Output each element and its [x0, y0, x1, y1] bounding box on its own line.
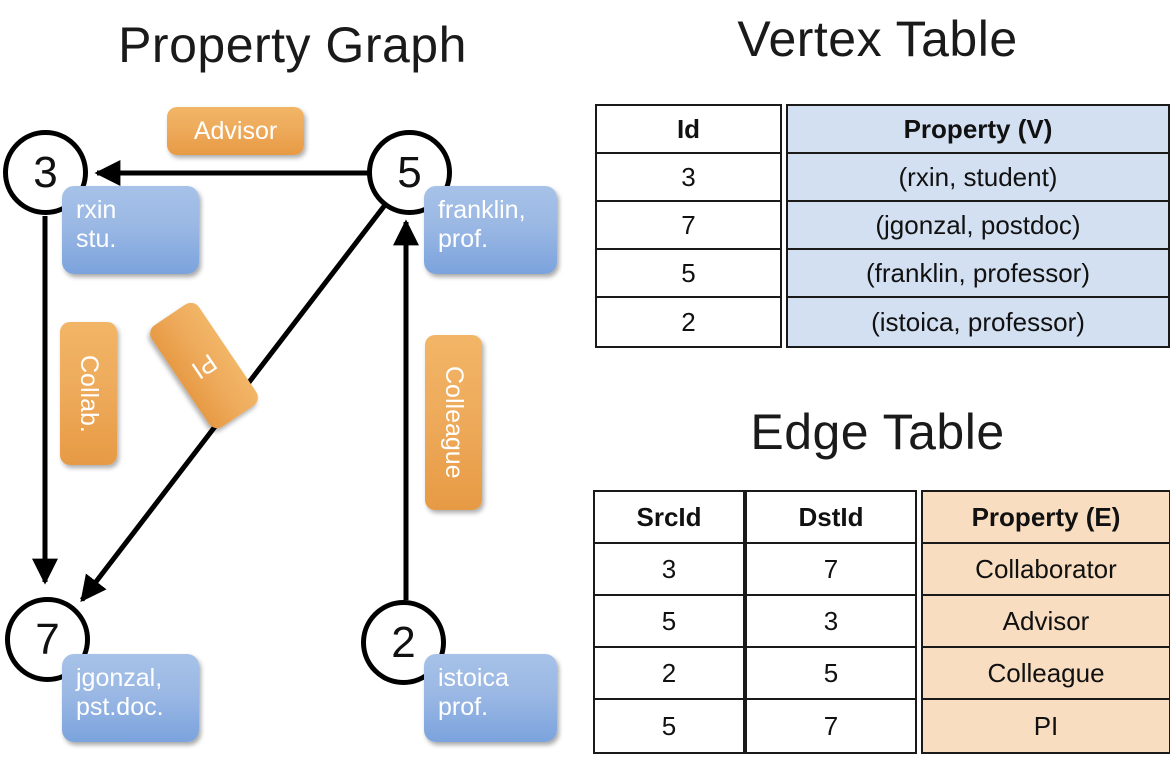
edge-label-colleague[interactable]: Colleague [425, 335, 482, 510]
table-row: 7 [747, 700, 915, 752]
edge-table-header-dstid: DstId [747, 492, 915, 544]
table-row: 3 [747, 596, 915, 648]
node-property-box-3[interactable]: rxin stu. [62, 186, 199, 274]
table-row: 5 [595, 700, 743, 752]
edge-label-pi-text: PI [186, 347, 222, 385]
table-row: 5 [747, 648, 915, 700]
node-property-3-line2: stu. [76, 225, 117, 253]
table-row: 5 [595, 596, 743, 648]
edge-table: SrcId 3 5 2 5 DstId 7 3 5 7 Property (E)… [593, 490, 1170, 754]
graph-node-5[interactable]: 5 [367, 130, 452, 215]
node-property-7-line2: pst.doc. [76, 693, 164, 721]
node-property-box-5[interactable]: franklin, prof. [424, 186, 557, 274]
graph-node-2-label: 2 [391, 617, 416, 667]
node-property-box-2[interactable]: istoica prof. [424, 654, 557, 742]
edge-label-advisor[interactable]: Advisor [167, 107, 304, 155]
table-row: 3 [597, 154, 780, 202]
table-row: 2 [597, 298, 780, 346]
table-row: Collaborator [923, 544, 1169, 596]
table-row: (jgonzal, postdoc) [788, 202, 1168, 250]
table-row: PI [923, 700, 1169, 752]
graph-node-3-label: 3 [33, 147, 58, 197]
node-property-5-line2: prof. [438, 225, 489, 253]
table-row: (franklin, professor) [788, 250, 1168, 298]
table-row: (rxin, student) [788, 154, 1168, 202]
edge-label-advisor-text: Advisor [193, 116, 278, 145]
table-row: 5 [597, 250, 780, 298]
edge-table-dstid-column: DstId 7 3 5 7 [745, 490, 917, 754]
table-row: 7 [747, 544, 915, 596]
table-row: (istoica, professor) [788, 298, 1168, 346]
node-property-7-line1: jgonzal, [76, 664, 163, 692]
page-title-vertex-table: Vertex Table [737, 11, 1018, 67]
graph-node-5-label: 5 [397, 147, 422, 197]
edge-table-header-property: Property (E) [923, 492, 1169, 544]
node-property-box-7[interactable]: jgonzal, pst.doc. [62, 654, 199, 742]
edge-label-collab-text: Collab. [75, 354, 103, 433]
page-title-edge-table: Edge Table [750, 404, 1005, 460]
graph-node-2[interactable]: 2 [361, 600, 446, 685]
vertex-table-property-column: Property (V) (rxin, student) (jgonzal, p… [786, 104, 1170, 348]
node-property-2-line2: prof. [438, 693, 489, 721]
edge-label-collab[interactable]: Collab. [60, 322, 117, 465]
table-row: 2 [595, 648, 743, 700]
edge-label-colleague-text: Colleague [440, 366, 468, 479]
node-property-2-line1: istoica [438, 664, 509, 692]
table-row: Advisor [923, 596, 1169, 648]
table-row: Colleague [923, 648, 1169, 700]
vertex-table-header-id: Id [597, 106, 780, 154]
edge-table-property-column: Property (E) Collaborator Advisor Collea… [921, 490, 1170, 754]
table-row: 3 [595, 544, 743, 596]
edge-table-srcid-column: SrcId 3 5 2 5 [593, 490, 745, 754]
edge-table-header-srcid: SrcId [595, 492, 743, 544]
vertex-table: Id 3 7 5 2 Property (V) (rxin, student) … [595, 104, 1170, 348]
node-property-3-line1: rxin [76, 196, 117, 224]
page-title-property-graph: Property Graph [118, 17, 467, 73]
node-property-5-line1: franklin, [438, 196, 526, 224]
vertex-table-id-column: Id 3 7 5 2 [595, 104, 782, 348]
vertex-table-header-property: Property (V) [788, 106, 1168, 154]
graph-node-7-label: 7 [35, 614, 60, 664]
table-row: 7 [597, 202, 780, 250]
property-graph-diagram: 3 5 7 2 rxin stu. franklin, prof. jgonza… [3, 107, 557, 742]
